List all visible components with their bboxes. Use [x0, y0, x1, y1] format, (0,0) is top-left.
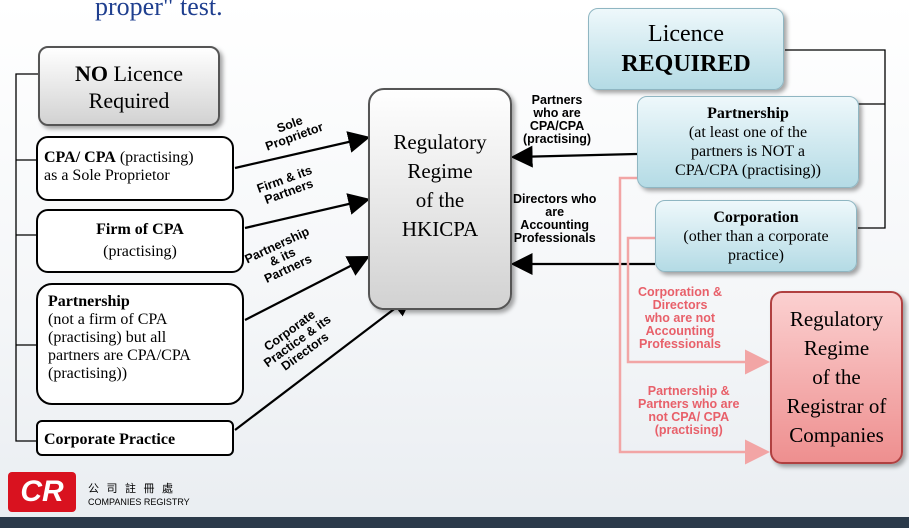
no-licence-line2: Required: [88, 88, 170, 113]
partnership-required-line-2: partners is NOT a: [691, 143, 805, 160]
licence-required-line2: REQUIRED: [621, 51, 751, 77]
partnership-bold: Partnership: [48, 293, 130, 310]
logo-english: COMPANIES REGISTRY: [88, 497, 190, 507]
licence-required-line1: Licence: [648, 21, 724, 47]
companies-registry-logo: CR: [8, 472, 76, 512]
arrow-partners: [510, 145, 638, 168]
registrar-line-4: Registrar of: [786, 394, 887, 418]
sole-bold: CPA/ CPA: [44, 149, 116, 166]
no-licence-bold: NO: [74, 61, 108, 86]
sole-rest: (practising): [115, 149, 194, 166]
hkicpa-line-4: HKICPA: [401, 217, 479, 241]
logo-chinese: 公 司 註 冊 處: [88, 482, 175, 495]
registrar-line-5: Companies: [789, 423, 884, 447]
corporation-bold: Corporation: [713, 209, 799, 226]
arrow-sole: [234, 131, 371, 170]
corporation-line-1: (other than a corporate: [683, 228, 829, 245]
firm-bold: Firm of CPA: [96, 221, 184, 238]
corporate-practice-box: Corporate Practice: [36, 420, 234, 456]
corporate-practice-bold: Corporate Practice: [44, 431, 176, 448]
hkicpa-box: Regulatory Regime of the HKICPA: [368, 88, 512, 310]
partnership-required-box: Partnership (at least one of the partner…: [637, 96, 859, 188]
firm-box: Firm of CPA (practising): [36, 209, 244, 273]
partnership-line-1: (not a firm of CPA: [48, 311, 168, 328]
label-partnership-partners-pink: Partnership &Partners who are not CPA/ C…: [638, 384, 740, 437]
arrow-corporate: [234, 294, 414, 431]
left-bracket: [15, 73, 38, 442]
licence-required-box: Licence REQUIRED: [588, 8, 784, 90]
no-licence-rest: Licence: [107, 61, 184, 86]
no-licence-box: NO Licence Required: [38, 46, 220, 126]
bottom-bar: [0, 517, 909, 528]
pink-connector-corp: [626, 236, 770, 375]
registrar-box: Regulatory Regime of the Registrar of Co…: [770, 291, 903, 464]
partnership-required-bold: Partnership: [707, 105, 789, 122]
hkicpa-line-1: Regulatory: [393, 130, 487, 154]
firm-line2: (practising): [103, 243, 177, 260]
sole-proprietor-box: CPA/ CPA (practising) as a Sole Propriet…: [36, 136, 234, 201]
partnership-line-2: (practising) but all: [48, 329, 167, 346]
header-fragment: proper" test.: [95, 0, 223, 21]
partnership-line-4: (practising)): [48, 365, 128, 382]
sole-line2: as a Sole Proprietor: [44, 167, 170, 184]
arrow-partnership: [244, 255, 370, 321]
partnership-required-line-1: (at least one of the: [688, 124, 808, 141]
hkicpa-line-3: of the: [415, 188, 465, 212]
hkicpa-line-2: Regime: [407, 159, 473, 183]
pink-connector-part: [618, 176, 770, 465]
corporation-box: Corporation (other than a corporate prac…: [655, 200, 857, 272]
arrow-firm: [244, 193, 371, 230]
registrar-line-3: of the: [812, 365, 861, 389]
registrar-line-1: Regulatory: [789, 307, 884, 331]
logo-mark: CR: [20, 475, 64, 508]
partnership-cpa-box: Partnership (not a firm of CPA (practisi…: [36, 283, 244, 405]
corporation-line-2: practice): [728, 247, 784, 264]
partnership-line-3: partners are CPA/CPA: [48, 347, 191, 364]
registrar-line-2: Regime: [803, 336, 870, 360]
right-bracket: [785, 49, 886, 229]
partnership-required-line-3: CPA/CPA (practising)): [675, 162, 821, 179]
